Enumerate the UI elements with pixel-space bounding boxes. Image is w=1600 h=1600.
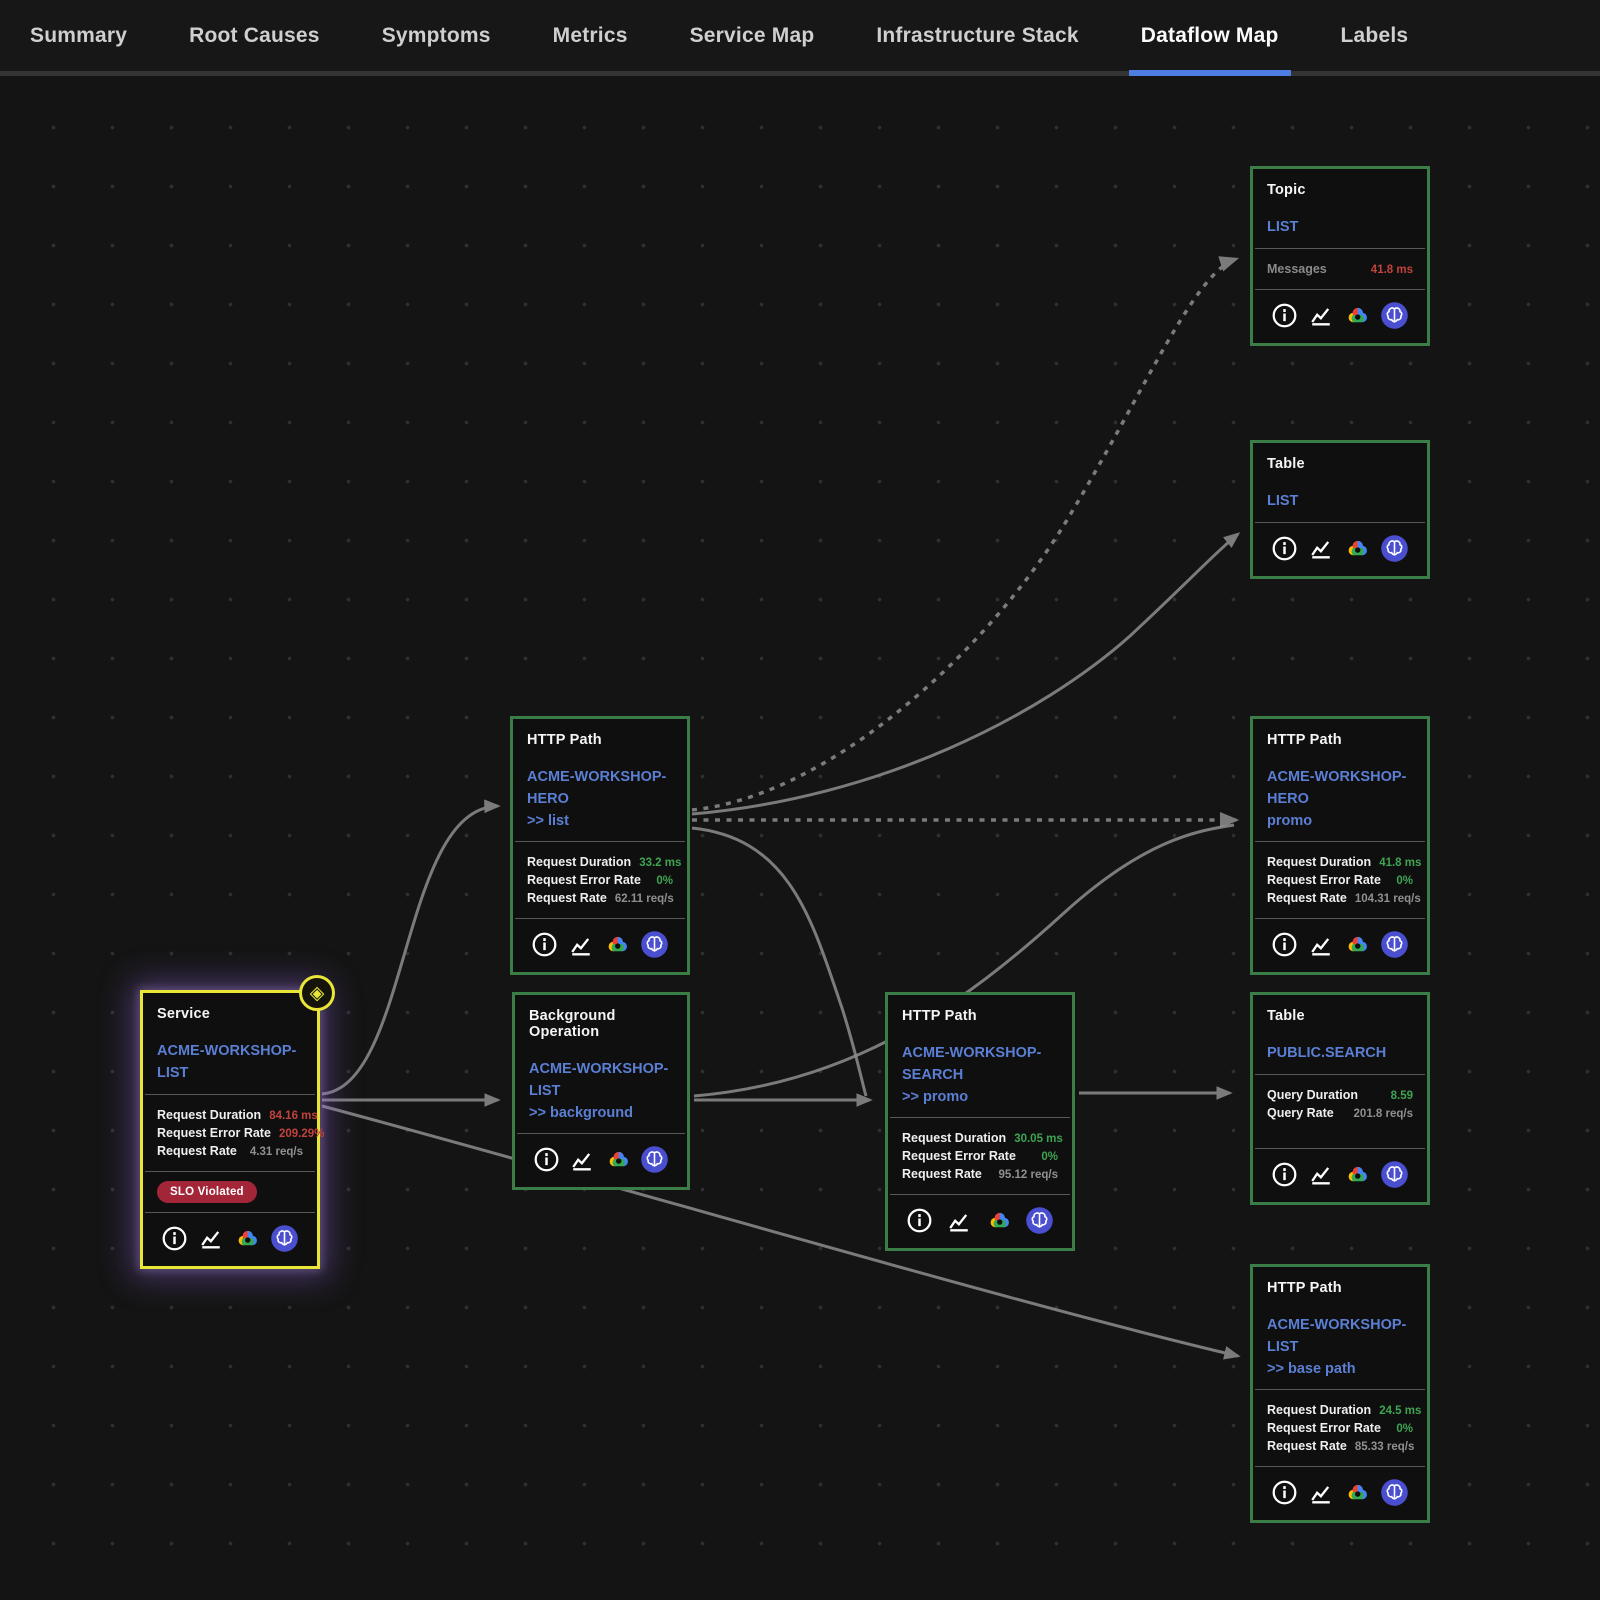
edge-service-to-http-list [321,799,501,1096]
ai-brain-icon[interactable] [1380,930,1409,959]
slo-violation-diamond-icon[interactable]: ◈ [299,975,335,1011]
info-icon[interactable] [906,1207,933,1234]
metrics-chart-icon[interactable] [197,1224,225,1252]
node-actions [1255,1147,1425,1200]
google-cloud-icon[interactable] [1344,1479,1371,1506]
tab-dataflow-map[interactable]: Dataflow Map [1128,0,1291,76]
google-cloud-icon[interactable] [605,1146,632,1173]
node-type-label: Background Operation [529,1008,616,1040]
top-nav: Summary Root Causes Symptoms Metrics Ser… [0,0,1600,76]
info-icon[interactable] [533,1146,560,1173]
info-icon[interactable] [1271,1479,1298,1506]
node-service-acme-workshop-list[interactable]: ◈ Service ACME-WORKSHOP-LIST Request Dur… [140,975,335,1269]
metrics-chart-icon[interactable] [945,1207,973,1235]
edge-http-list-to-table-list [691,532,1241,816]
node-actions [517,1133,685,1185]
google-cloud-icon[interactable] [986,1207,1013,1234]
node-type-label: HTTP Path [1267,1280,1342,1296]
tab-summary[interactable]: Summary [30,23,128,47]
info-icon[interactable] [1271,931,1298,958]
node-type-label: HTTP Path [902,1008,977,1024]
slo-violated-badge[interactable]: SLO Violated [157,1180,257,1203]
node-title-link[interactable]: ACME-WORKSHOP-LIST >> base path [1267,1317,1407,1377]
metrics-chart-icon[interactable] [1307,301,1335,329]
node-actions [1255,521,1425,574]
ai-brain-icon[interactable] [1380,301,1409,330]
tab-symptoms[interactable]: Symptoms [381,23,491,47]
node-title-link[interactable]: ACME-WORKSHOP-HERO promo [1267,769,1407,829]
google-cloud-icon[interactable] [1344,931,1371,958]
info-icon[interactable] [531,931,558,958]
node-actions [145,1211,315,1264]
node-type-label: Service [157,1006,210,1022]
node-title-link[interactable]: ACME-WORKSHOP-LIST [157,1043,297,1081]
node-actions [515,918,685,970]
node-type-label: Table [1267,456,1305,472]
tab-metrics[interactable]: Metrics [552,23,628,47]
ai-brain-icon[interactable] [1380,1160,1409,1189]
node-actions [1255,918,1425,970]
edge-background-op-to-hero-promo [693,823,1235,1098]
ai-brain-icon[interactable] [270,1224,299,1253]
metrics-chart-icon[interactable] [1307,1160,1335,1188]
ai-brain-icon[interactable] [1025,1206,1054,1235]
edge-service-to-base-path [321,1104,1241,1360]
google-cloud-icon[interactable] [1344,535,1371,562]
tab-infrastructure-stack[interactable]: Infrastructure Stack [876,23,1079,47]
node-http-path-search-promo[interactable]: HTTP Path ACME-WORKSHOP-SEARCH >> promo … [885,992,1075,1252]
node-type-label: HTTP Path [1267,732,1342,748]
tab-service-map[interactable]: Service Map [689,23,815,47]
info-icon[interactable] [1271,302,1298,329]
node-actions [1255,288,1425,341]
node-title-link[interactable]: LIST [1267,493,1299,509]
edge-http-list-to-search [691,826,868,1097]
node-type-label: HTTP Path [527,732,602,748]
ai-brain-icon[interactable] [640,930,669,959]
google-cloud-icon[interactable] [604,931,631,958]
node-http-path-hero-promo[interactable]: HTTP Path ACME-WORKSHOP-HERO promo Reque… [1250,716,1430,976]
node-title-link[interactable]: ACME-WORKSHOP-SEARCH >> promo [902,1045,1042,1105]
metrics-chart-icon[interactable] [1307,1479,1335,1507]
ai-brain-icon[interactable] [640,1145,669,1174]
node-type-label: Topic [1267,182,1306,198]
edge-http-list-to-topic [691,256,1240,812]
node-table-list[interactable]: Table LIST [1250,440,1430,579]
info-icon[interactable] [1271,535,1298,562]
tab-labels[interactable]: Labels [1340,23,1409,47]
node-title-link[interactable]: LIST [1267,219,1299,235]
ai-brain-icon[interactable] [1380,1478,1409,1507]
node-title-link[interactable]: PUBLIC.SEARCH [1267,1045,1387,1061]
node-title-link[interactable]: ACME-WORKSHOP-LIST >> background [529,1061,669,1121]
ai-brain-icon[interactable] [1380,534,1409,563]
node-title-link[interactable]: ACME-WORKSHOP-HERO >> list [527,769,667,829]
node-http-path-list-base-path[interactable]: HTTP Path ACME-WORKSHOP-LIST >> base pat… [1250,1264,1430,1524]
info-icon[interactable] [161,1225,188,1252]
google-cloud-icon[interactable] [1344,302,1371,329]
google-cloud-icon[interactable] [1344,1161,1371,1188]
metrics-chart-icon[interactable] [567,931,595,959]
node-background-operation[interactable]: Background Operation ACME-WORKSHOP-LIST … [512,992,690,1191]
google-cloud-icon[interactable] [234,1225,261,1252]
tab-root-causes[interactable]: Root Causes [189,23,320,47]
metrics-chart-icon[interactable] [1307,931,1335,959]
metrics-chart-icon[interactable] [1307,534,1335,562]
node-actions [1255,1466,1425,1518]
node-actions [890,1194,1070,1246]
metrics-chart-icon[interactable] [568,1146,596,1174]
info-icon[interactable] [1271,1161,1298,1188]
node-badges: SLO Violated [145,1170,315,1212]
node-type-label: Table [1267,1008,1305,1024]
node-http-path-hero-list[interactable]: HTTP Path ACME-WORKSHOP-HERO >> list Req… [510,716,690,976]
